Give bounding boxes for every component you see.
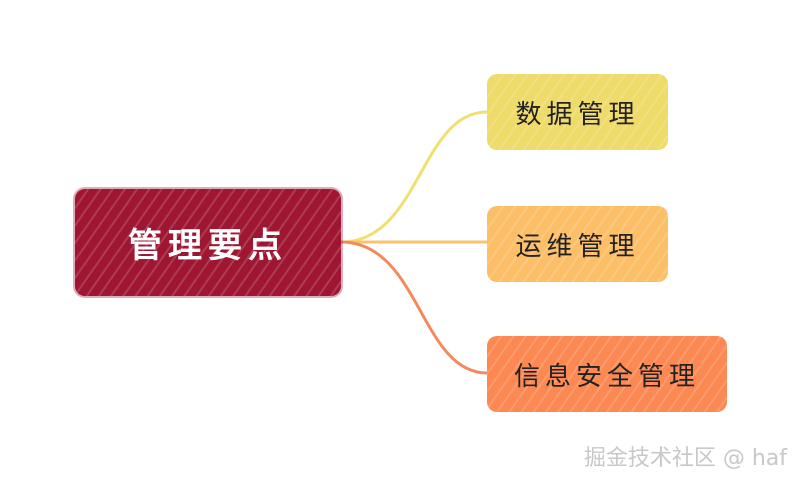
child-node-ops-management[interactable]: 运维管理: [487, 206, 668, 282]
root-node[interactable]: 管理要点: [75, 189, 341, 296]
link-to-data-management: [339, 110, 489, 244]
child-node-data-management[interactable]: 数据管理: [487, 74, 668, 150]
root-node-label: 管理要点: [128, 226, 288, 266]
child-node-label: 数据管理: [515, 99, 640, 130]
child-node-label: 信息安全管理: [513, 361, 700, 392]
child-node-label: 运维管理: [515, 231, 640, 262]
child-node-infosec-management[interactable]: 信息安全管理: [487, 336, 727, 412]
watermark: 掘金技术社区 @ haf: [583, 446, 787, 471]
link-to-infosec-management: [339, 240, 489, 375]
